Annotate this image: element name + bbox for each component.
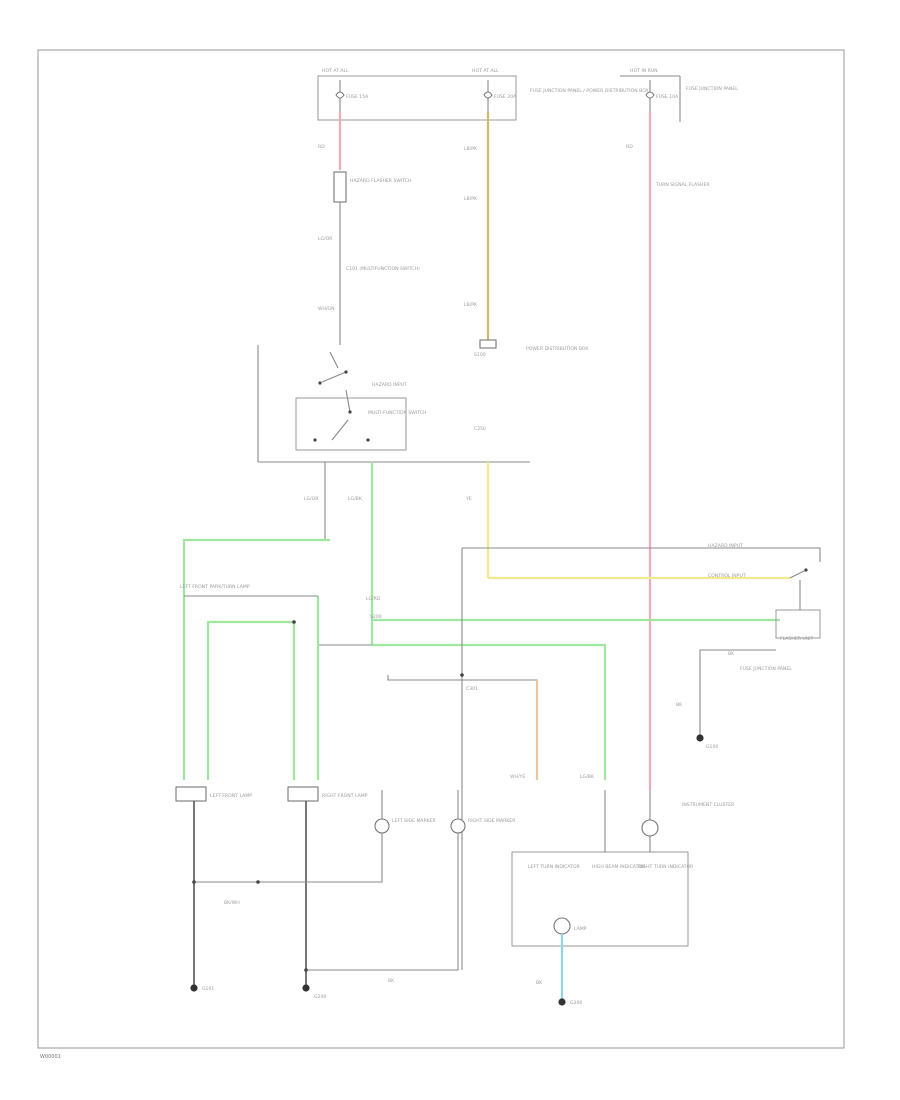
splice-dot-3 xyxy=(192,880,196,884)
wire-green-left-bus xyxy=(182,538,330,780)
splice-s100-label: S100 xyxy=(474,352,486,358)
wire-marker-ground-left xyxy=(194,833,383,883)
wh-ye-label: WH/YE xyxy=(510,774,525,780)
flasher-label: FLASHER UNIT xyxy=(780,636,814,642)
pwr-dist-label: POWER DISTRIBUTION BOX xyxy=(526,346,588,352)
ground-g200 xyxy=(302,984,310,992)
splice-dot-4 xyxy=(256,880,260,884)
wire-wh-gn-1: WH/GN xyxy=(318,306,335,312)
wire-lg-bk-1: LG/BK xyxy=(348,496,363,502)
wire-green-to-cluster xyxy=(372,643,607,780)
splice-dot-1 xyxy=(292,620,296,624)
splice-dot-5 xyxy=(304,968,308,972)
fuse-junction-lower-label: FUSE JUNCTION PANEL xyxy=(740,666,792,672)
high-beam-label: HIGH BEAM INDICATOR xyxy=(592,864,646,870)
wire-rd-right: RD xyxy=(626,144,633,150)
fuse-left: FUSE 15A xyxy=(335,80,369,112)
right-front-lamp-label: RIGHT FRONT LAMP xyxy=(322,793,368,799)
connector-block-left xyxy=(333,171,347,203)
splice-s100 xyxy=(479,339,497,349)
ground-g101 xyxy=(190,984,198,992)
fuse-block-header: FUSE JUNCTION PANEL / POWER DISTRIBUTION… xyxy=(530,88,649,94)
wire-green-inner-left xyxy=(206,620,294,780)
fuse-left-label: FUSE 15A xyxy=(346,94,369,100)
left-side-marker: LEFT SIDE MARKER xyxy=(374,818,437,834)
fuse-block-box xyxy=(317,75,517,121)
connector-c250-label: C250 xyxy=(474,426,486,432)
wire-lg-or-2: LG/OR xyxy=(304,496,319,502)
hazard-term-label: HAZARD INPUT xyxy=(372,382,407,388)
ground-g101-label: G101 xyxy=(202,986,214,992)
left-front-lamp: LEFT FRONT LAMP xyxy=(175,786,252,802)
right-front-lamp: RIGHT FRONT LAMP xyxy=(287,786,368,802)
ground-g200-label: G200 xyxy=(314,994,326,1000)
connector-left-label: C101 (MULTIFUNCTION SWITCH) xyxy=(346,266,420,272)
bk-label-4: BK xyxy=(536,980,543,986)
relay-box xyxy=(295,397,407,451)
fuse-mid-label: FUSE 20A xyxy=(494,94,517,100)
bk-label-1: BK xyxy=(728,651,735,657)
wire-lb-pk-2: LB/PK xyxy=(464,196,478,202)
hazard-switch-contacts xyxy=(313,351,370,442)
ground-g100 xyxy=(696,734,704,742)
flasher-right-label: TURN SIGNAL FLASHER xyxy=(655,182,710,188)
fuse-mid: FUSE 20A xyxy=(483,80,517,112)
bk-label-2: BK xyxy=(676,702,683,708)
flasher-contact xyxy=(789,569,807,579)
right-side-marker-label: RIGHT SIDE MARKER xyxy=(468,818,516,824)
ground-g300-label: G300 xyxy=(570,1000,582,1006)
wire-hazard-input xyxy=(462,547,821,562)
hazard-input-label: HAZARD INPUT xyxy=(708,543,743,549)
diagram-border xyxy=(37,49,845,1049)
instrument-cluster-box xyxy=(511,851,689,947)
right-side-marker: RIGHT SIDE MARKER xyxy=(450,818,516,834)
hot-label-3: HOT IN RUN xyxy=(630,68,658,74)
switch-left-label: HAZARD FLASHER SWITCH xyxy=(350,178,411,184)
ground-g100-label: G100 xyxy=(706,744,718,750)
wire-lb-pk-3: LB/PK xyxy=(464,302,478,308)
wire-ye-1: YE xyxy=(465,496,472,502)
wire-rd-left: RD xyxy=(318,144,325,150)
splice-dot-2 xyxy=(460,673,464,677)
lh-indicator-label: LEFT TURN INDICATOR xyxy=(528,864,581,870)
footer-ref: W00001 xyxy=(40,1054,61,1060)
hot-label-2: HOT AT ALL xyxy=(472,68,499,74)
wire-flasher-ground xyxy=(699,649,776,735)
fuse-right-label: FUSE 10A xyxy=(656,94,679,100)
control-input-label: CONTROL INPUT xyxy=(708,573,746,579)
lg-bk-label-2: LG/BK xyxy=(580,774,595,780)
instrument-cluster-label: INSTRUMENT CLUSTER xyxy=(682,802,735,808)
flasher-contact-dot xyxy=(804,568,808,572)
flasher-unit-box xyxy=(775,609,821,639)
fuse-panel-right-label: FUSE JUNCTION PANEL xyxy=(686,86,738,92)
cluster-lamp-label: LAMP xyxy=(574,926,587,932)
wire-bus-connector xyxy=(317,596,372,646)
wire-lb-pk-1: LB/PK xyxy=(464,146,478,152)
bk-label-3: BK xyxy=(388,978,395,984)
left-side-marker-label: LEFT SIDE MARKER xyxy=(392,818,437,824)
hot-label-1: HOT AT ALL xyxy=(322,68,349,74)
relay-box-label: MULTI-FUNCTION SWITCH xyxy=(368,410,426,416)
bk-wh-label: BK/WH xyxy=(224,900,240,906)
lg-rd-label: LG/RD xyxy=(366,596,381,602)
cluster-indicator-lamp: LAMP xyxy=(553,917,587,935)
wire-marker-ground-right xyxy=(306,833,459,971)
wire-lg-or-1: LG/OR xyxy=(318,236,333,242)
splice-s200-label: S200 xyxy=(370,614,382,620)
rh-indicator-label: RIGHT TURN INDICATOR xyxy=(638,864,694,870)
fuse-right: FUSE 10A xyxy=(620,75,681,122)
left-front-lamp-label: LEFT FRONT LAMP xyxy=(210,793,252,799)
ground-g300 xyxy=(558,998,566,1006)
left-turn-lamp-label: LEFT FRONT PARK/TURN LAMP xyxy=(180,584,250,590)
connector-c301-label: C301 xyxy=(466,686,478,692)
flasher-lamp-right xyxy=(641,790,659,852)
